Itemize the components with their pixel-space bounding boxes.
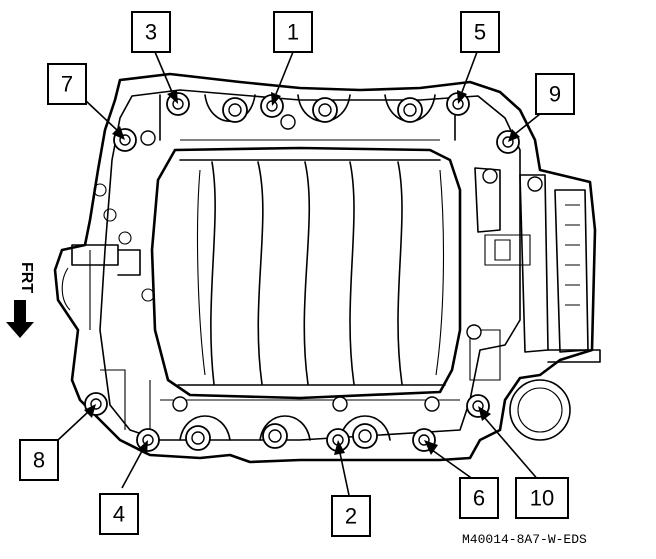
bottom-runner-ports: [160, 399, 460, 441]
callout-10-label: 10: [530, 486, 554, 511]
callout-5: 5: [460, 11, 500, 53]
callout-3-label: 3: [145, 20, 157, 45]
callout-2: 2: [331, 495, 371, 537]
front-indicator: FRT: [6, 262, 35, 338]
callout-6-label: 6: [473, 486, 485, 511]
left-bracket: [71, 183, 155, 302]
secondary-fasteners: [140, 97, 543, 451]
callout-9-label: 9: [549, 82, 561, 107]
callout-10: 10: [515, 477, 569, 519]
callout-7: 7: [47, 63, 87, 105]
figure-id-code: M40014-8A7-W-EDS: [462, 532, 587, 547]
leader-lines: [57, 51, 546, 501]
callout-4-label: 4: [113, 502, 125, 527]
plenum-body: [150, 146, 462, 400]
callout-4: 4: [99, 493, 139, 535]
callout-5-label: 5: [474, 20, 486, 45]
callout-8: 8: [19, 439, 59, 481]
callout-1-label: 1: [287, 20, 299, 45]
callout-1: 1: [273, 11, 313, 53]
arrow-left-icon: [6, 300, 34, 338]
callout-7-label: 7: [61, 72, 73, 97]
callout-8-label: 8: [33, 448, 45, 473]
throttle-area: [469, 167, 601, 441]
callout-6: 6: [459, 477, 499, 519]
front-label: FRT: [18, 262, 35, 293]
callout-2-label: 2: [345, 504, 357, 529]
callout-3: 3: [131, 11, 171, 53]
callout-9: 9: [535, 73, 575, 115]
